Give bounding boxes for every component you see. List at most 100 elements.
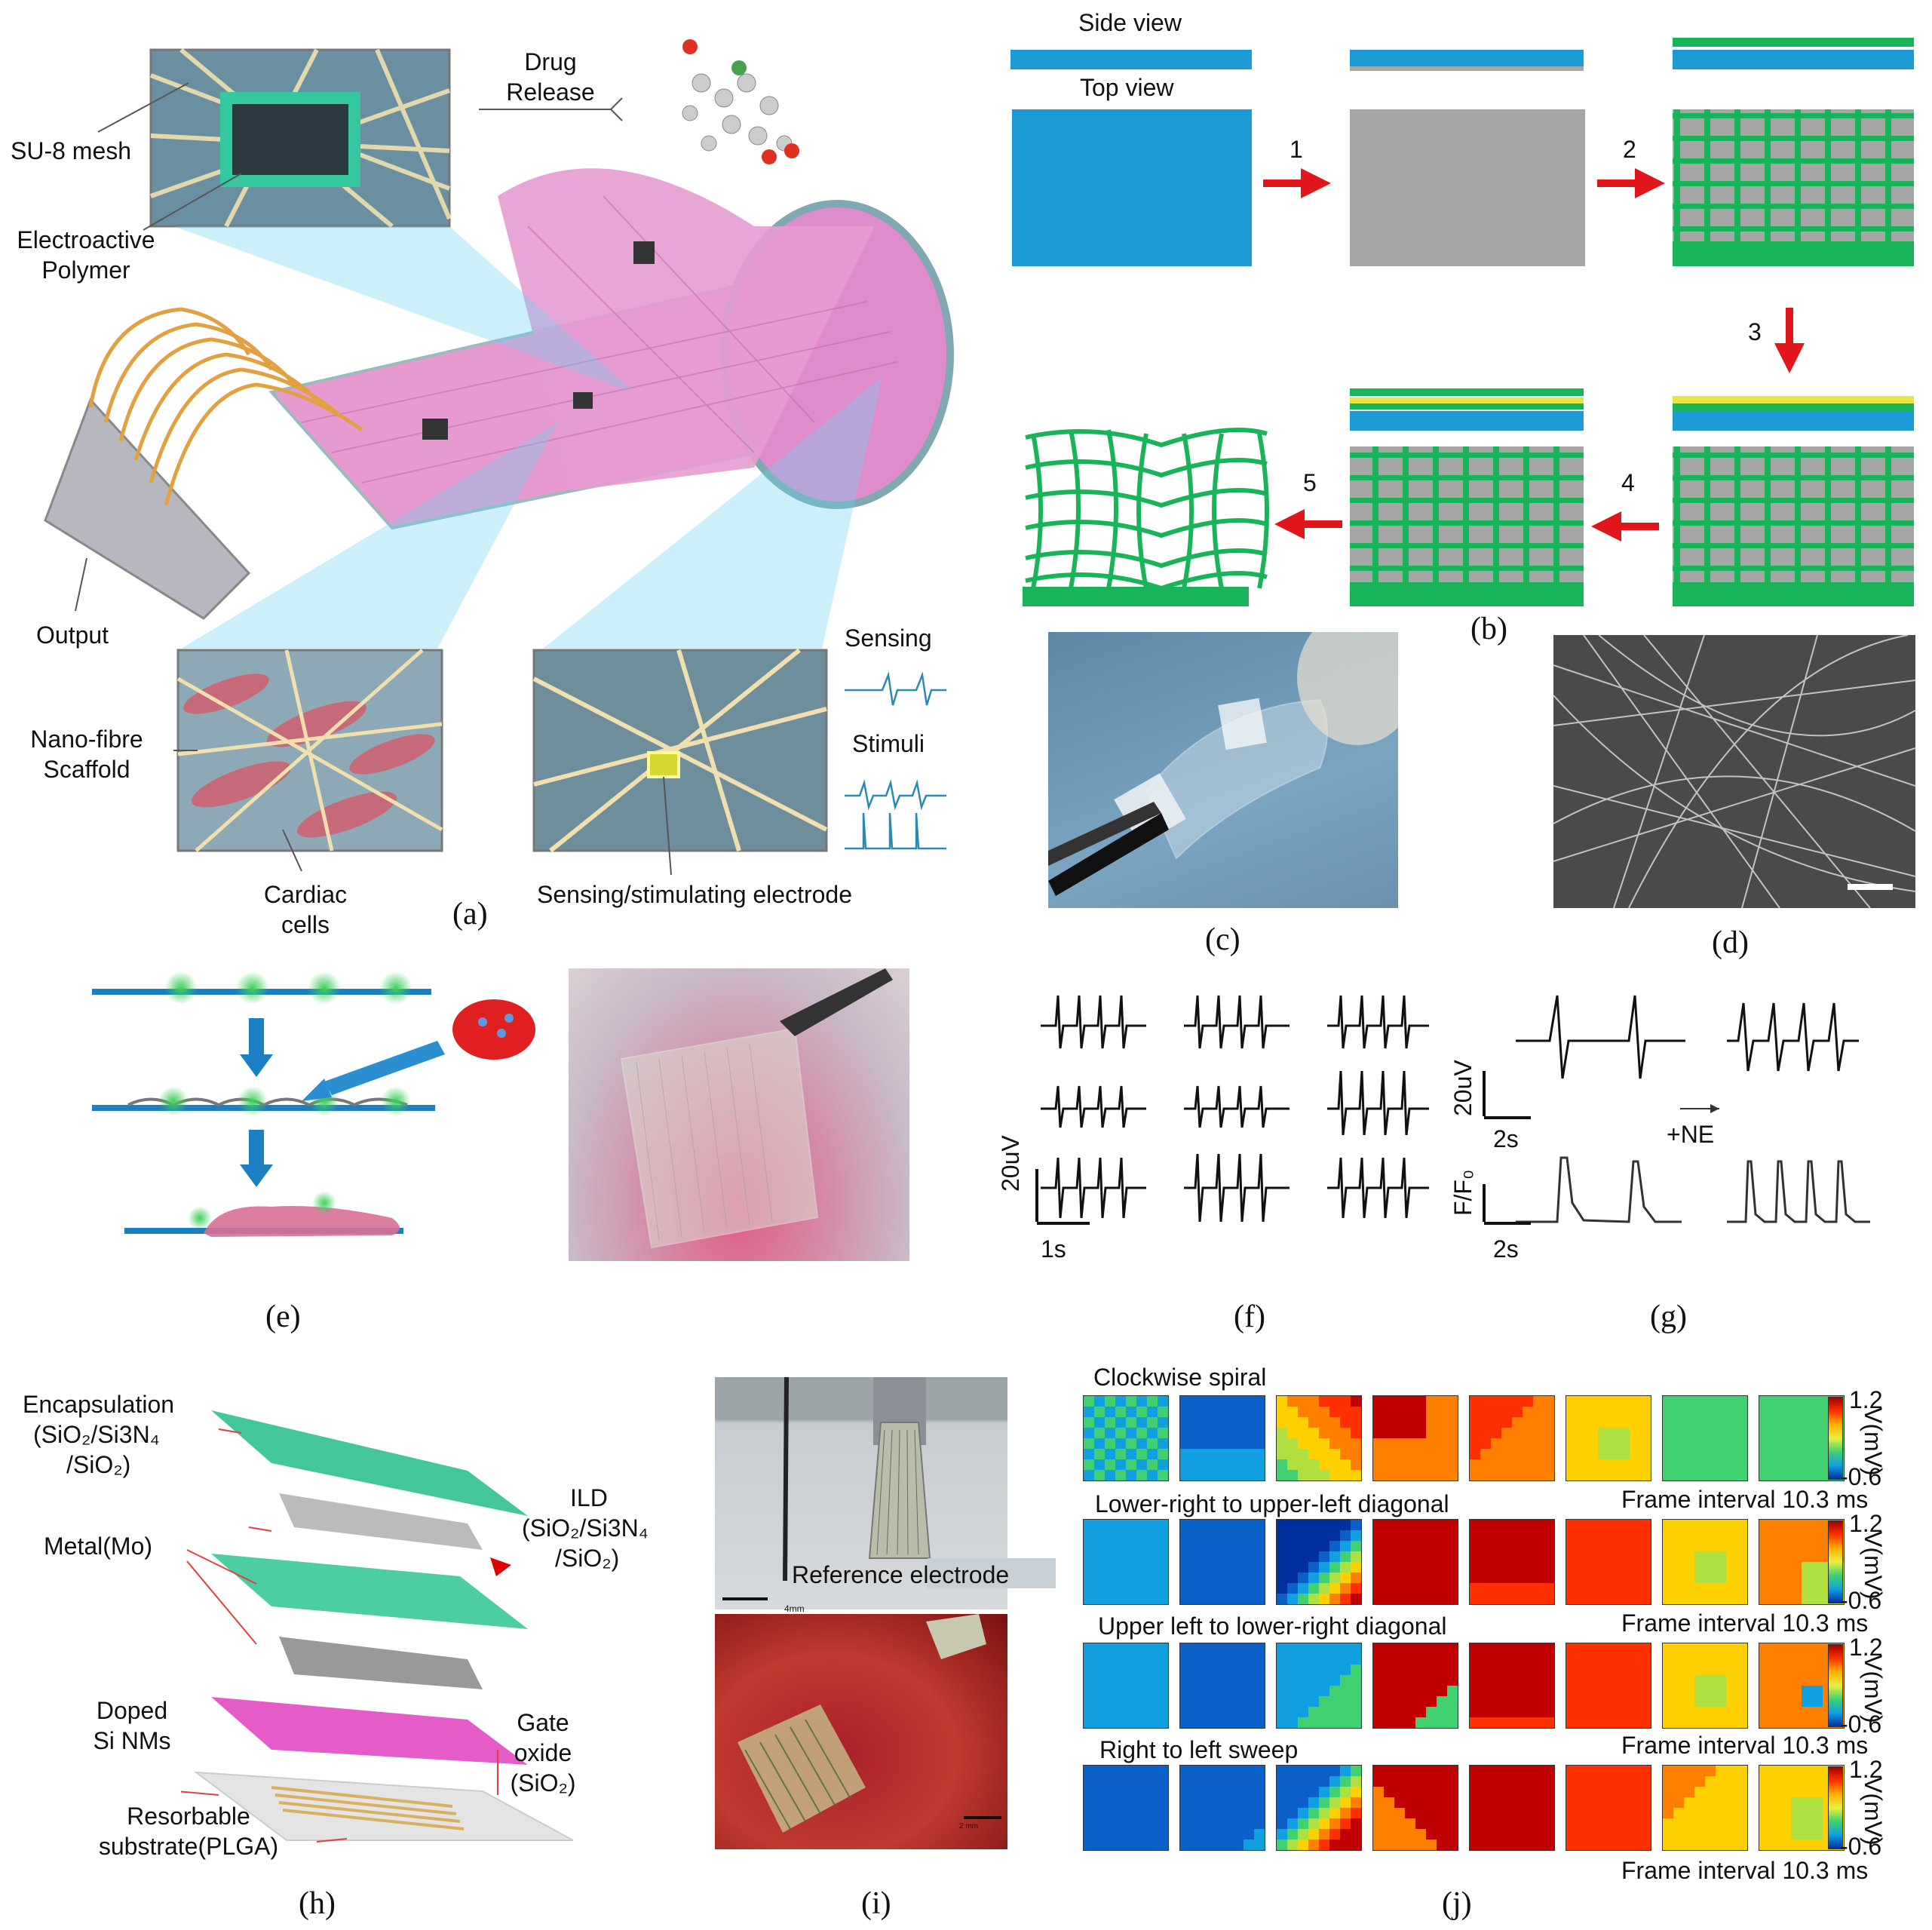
step-3: 3 — [1748, 318, 1762, 345]
heatmap-frame — [1662, 1643, 1748, 1729]
j-row-1-title: Clockwise spiral — [1093, 1364, 1267, 1391]
cbar-2-max: 1.2 — [1849, 1510, 1883, 1537]
label-substrate: substrate(PLGA) — [98, 1833, 279, 1860]
heatmap-frame — [1083, 1765, 1169, 1851]
panel-g-traces — [1483, 995, 1870, 1225]
heatmap-frame — [1372, 1765, 1458, 1851]
label-resorbable: Resorbable — [127, 1803, 250, 1830]
label-output: Output — [36, 621, 109, 649]
label-sensing: Sensing — [845, 624, 932, 652]
j-row-3-title: Upper left to lower-right diagonal — [1098, 1612, 1447, 1640]
panel-letter-c: (c) — [1205, 922, 1240, 957]
label-encapsulation: Encapsulation — [23, 1391, 175, 1418]
panel-a-illustration — [44, 39, 954, 876]
cbar-4-min: -0.6 — [1840, 1833, 1882, 1860]
colorbar-1 — [1828, 1397, 1843, 1480]
heatmap-frame — [1566, 1643, 1651, 1729]
label-electroactive: Electroactive — [17, 226, 155, 253]
heatmap-frame — [1469, 1643, 1555, 1729]
colorbar-3 — [1828, 1644, 1843, 1727]
label-sensing-electrode: Sensing/stimulating electrode — [537, 881, 853, 908]
panel-f-traces — [1035, 995, 1429, 1225]
heatmap-frame — [1759, 1765, 1845, 1851]
step-2: 2 — [1623, 136, 1636, 163]
label-enc-material-1: (SiO₂/Si3N₄ — [33, 1421, 160, 1448]
cbar-1-min: -0.6 — [1840, 1463, 1882, 1490]
j-row-3-interval: Frame interval 10.3 ms — [1621, 1609, 1869, 1637]
photo-nanofibre-sem — [1553, 635, 1915, 908]
heatmap-frame — [1469, 1519, 1555, 1605]
j-last-interval: Frame interval 10.3 ms — [1621, 1857, 1869, 1884]
heatmap-frame — [1372, 1643, 1458, 1729]
label-polymer: Polymer — [41, 256, 130, 284]
heatmap-frame — [1083, 1395, 1169, 1481]
panel-letter-e: (e) — [265, 1299, 301, 1334]
g-ne-label: +NE — [1667, 1121, 1715, 1148]
label-ild-material-2: /SiO₂) — [555, 1545, 620, 1572]
heatmap-row-3 — [1083, 1643, 1845, 1729]
cbar-2-min: -0.6 — [1840, 1587, 1882, 1614]
heatmap-frame — [1469, 1395, 1555, 1481]
heatmap-frame — [1566, 1395, 1651, 1481]
heatmap-frame — [1083, 1643, 1169, 1729]
heatmap-frame — [1179, 1643, 1265, 1729]
scale-4mm: 4mm — [784, 1603, 805, 1614]
label-top-view: Top view — [1080, 74, 1174, 101]
panel-b-diagram — [1010, 38, 1914, 606]
g-scale-voltage: 20uV — [1449, 1060, 1477, 1116]
photo-scaffold-dish — [569, 968, 909, 1261]
label-cardiac: Cardiac — [263, 881, 348, 908]
heatmap-frame — [1083, 1519, 1169, 1605]
f-scale-time: 1s — [1041, 1235, 1066, 1263]
cbar-4-unit: V(mV) — [1860, 1777, 1887, 1846]
j-row-4-title: Right to left sweep — [1099, 1736, 1299, 1763]
panel-letter-h: (h) — [299, 1886, 336, 1921]
cbar-4-max: 1.2 — [1849, 1756, 1883, 1783]
panel-letter-a: (a) — [452, 897, 488, 931]
panel-letter-g: (g) — [1650, 1299, 1687, 1334]
j-row-2-interval: Frame interval 10.3 ms — [1621, 1486, 1869, 1513]
label-si-nms: Si NMs — [93, 1727, 171, 1754]
heatmap-frame — [1179, 1519, 1265, 1605]
label-ild-material-1: (SiO₂/Si3N₄ — [522, 1514, 649, 1542]
panel-letter-b: (b) — [1470, 612, 1507, 646]
label-su8-mesh: SU-8 mesh — [11, 137, 132, 164]
colorbar-4 — [1828, 1766, 1843, 1849]
label-enc-material-2: /SiO₂) — [66, 1451, 131, 1478]
j-row-4-interval: Frame interval 10.3 ms — [1621, 1732, 1869, 1759]
label-nanofibre: Nano-fibre — [30, 726, 143, 753]
heatmap-frame — [1662, 1519, 1748, 1605]
cbar-1-unit: V(mV) — [1860, 1407, 1887, 1476]
heatmap-row-2 — [1083, 1519, 1845, 1605]
step-4: 4 — [1621, 469, 1635, 496]
panel-letter-j: (j) — [1442, 1886, 1472, 1921]
label-ild: ILD — [570, 1484, 608, 1511]
g-ff0-label: F/F₀ — [1449, 1169, 1477, 1216]
cbar-1-max: 1.2 — [1849, 1386, 1883, 1413]
label-stimuli: Stimuli — [852, 730, 925, 757]
label-reference-electrode: Reference electrode — [792, 1561, 1010, 1588]
heatmap-frame — [1566, 1765, 1651, 1851]
g-scale-time-1: 2s — [1493, 1125, 1519, 1152]
heatmap-frame — [1662, 1395, 1748, 1481]
label-metal: Metal(Mo) — [44, 1533, 153, 1560]
cbar-3-max: 1.2 — [1849, 1634, 1883, 1661]
photo-mesh-tweezers — [1048, 632, 1398, 908]
heatmap-frame — [1566, 1519, 1651, 1605]
label-cells: cells — [281, 911, 330, 938]
label-gate-material: (SiO₂) — [510, 1769, 576, 1797]
cbar-3-unit: V(mV) — [1860, 1655, 1887, 1723]
g-scale-time-2: 2s — [1493, 1235, 1519, 1263]
panel-e-diagram — [92, 971, 535, 1237]
j-row-2-title: Lower-right to upper-left diagonal — [1095, 1490, 1449, 1517]
heatmap-frame — [1276, 1643, 1362, 1729]
heatmap-row-1 — [1083, 1395, 1845, 1481]
label-release: Release — [506, 78, 595, 106]
panel-letter-f: (f) — [1234, 1299, 1265, 1334]
panel-h-layers — [181, 1410, 574, 1843]
heatmap-frame — [1372, 1519, 1458, 1605]
heatmap-frame — [1469, 1765, 1555, 1851]
panel-letter-i: (i) — [861, 1886, 891, 1921]
heatmap-frame — [1179, 1765, 1265, 1851]
heatmap-frame — [1276, 1395, 1362, 1481]
